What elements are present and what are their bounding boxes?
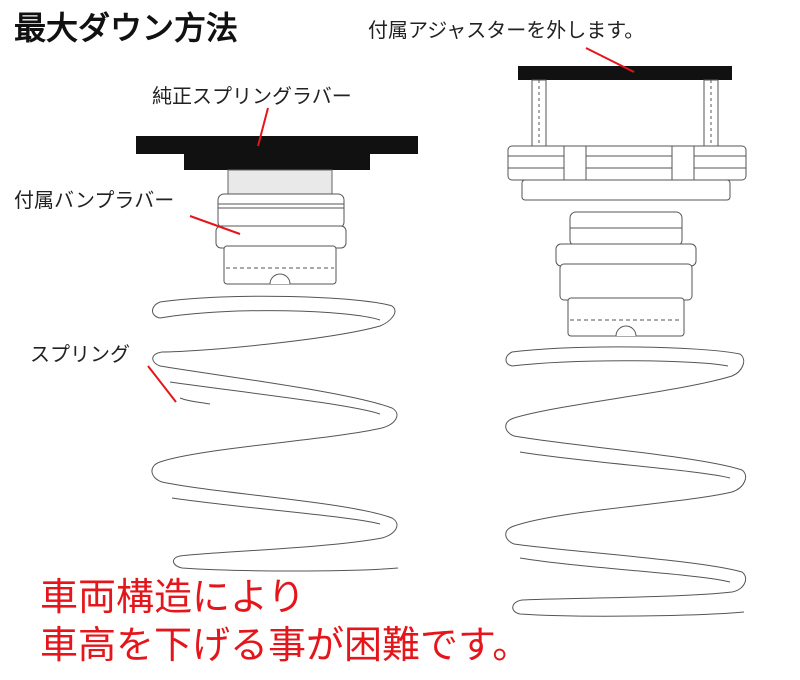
leader-bump-rubber xyxy=(189,215,241,235)
right-assembly xyxy=(505,66,747,617)
warning-line-2: 車高を下げる事が困難です。 xyxy=(40,623,531,667)
leader-adjuster xyxy=(585,47,635,73)
warning-line-1: 車両構造により xyxy=(40,575,306,619)
right-spring xyxy=(505,346,747,617)
left-collar xyxy=(227,169,333,195)
label-bump-rubber: 付属バンプラバー xyxy=(14,188,175,212)
right-top-plate xyxy=(518,66,732,80)
left-bump-rubber xyxy=(215,193,347,285)
left-top-plate-step xyxy=(184,152,370,170)
left-assembly xyxy=(136,136,418,572)
left-top-plate xyxy=(136,136,418,154)
page-title: 最大ダウン方法 xyxy=(14,9,239,47)
label-stock-spring-rubber: 純正スプリングラバー xyxy=(152,84,352,108)
leader-lines xyxy=(147,47,635,403)
leader-stock-rubber xyxy=(257,107,269,147)
leader-spring xyxy=(147,365,177,403)
right-collar-ring xyxy=(507,145,747,201)
right-bump-rubber xyxy=(555,211,697,337)
label-spring: スプリング xyxy=(30,342,130,366)
right-adjuster xyxy=(531,79,719,147)
left-spring xyxy=(151,295,399,572)
label-remove-adjuster: 付属アジャスターを外します。 xyxy=(368,18,645,42)
